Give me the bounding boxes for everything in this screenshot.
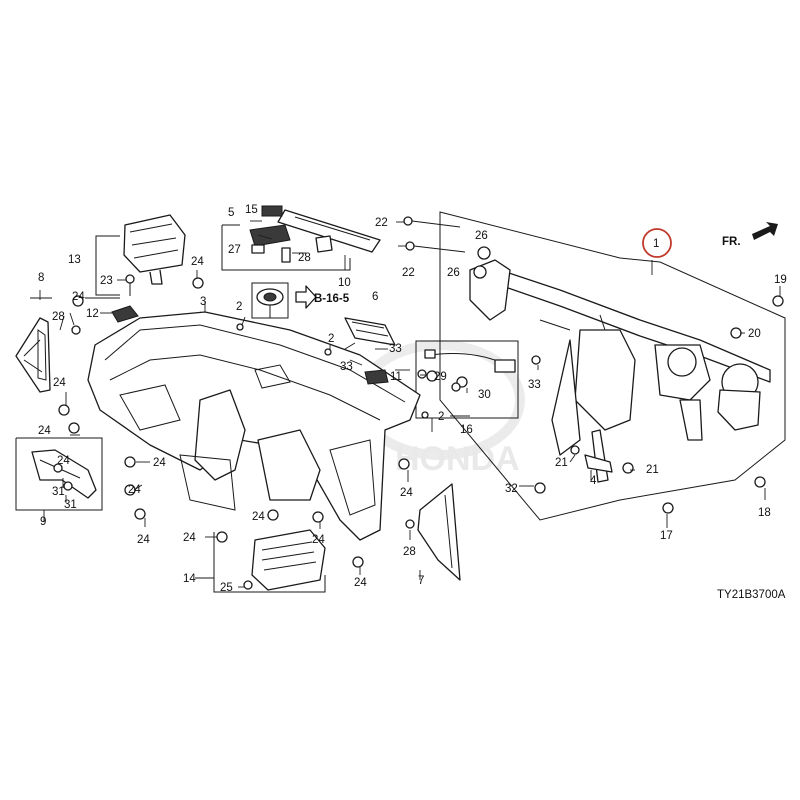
callout-24: 24 <box>191 256 204 268</box>
callout-29: 29 <box>434 371 447 383</box>
callout-2: 2 <box>438 411 444 423</box>
highlight-circle <box>642 228 672 258</box>
vent-11 <box>364 369 389 385</box>
reference-label: B-16-5 <box>314 293 350 305</box>
callout-7: 7 <box>418 575 424 587</box>
front-arrow <box>752 222 778 240</box>
callout-11: 11 <box>390 371 402 383</box>
callout-13: 13 <box>68 254 81 266</box>
callout-24: 24 <box>312 534 325 546</box>
callout-24: 24 <box>153 457 166 469</box>
bolt-23 <box>125 274 135 296</box>
svg-text:HONDA: HONDA <box>395 440 520 478</box>
callout-32: 32 <box>505 483 518 495</box>
callout-2: 2 <box>236 301 242 313</box>
callout-24: 24 <box>183 532 196 544</box>
callout-8: 8 <box>38 272 44 284</box>
callout-16: 16 <box>460 424 473 436</box>
callout-24: 24 <box>57 455 70 467</box>
callout-28: 28 <box>298 252 311 264</box>
callout-17: 17 <box>660 530 673 542</box>
airbag-module <box>123 214 186 285</box>
callout-15: 15 <box>245 204 258 216</box>
vent-12 <box>111 305 139 323</box>
callout-33: 33 <box>340 361 353 373</box>
callout-19: 19 <box>774 274 787 286</box>
defroster-garnish <box>261 205 381 253</box>
callout-18: 18 <box>758 507 771 519</box>
glove-box-lid-7 <box>417 483 461 581</box>
side-panel-8 <box>15 317 51 393</box>
callout-9: 9 <box>40 516 46 528</box>
callout-28: 28 <box>403 546 416 558</box>
callout-27: 27 <box>228 244 241 256</box>
callout-28: 28 <box>52 311 65 323</box>
callout-24: 24 <box>53 377 66 389</box>
callout-14: 14 <box>183 573 196 585</box>
callout-26: 26 <box>475 230 488 242</box>
callout-22: 22 <box>375 217 388 229</box>
callout-5: 5 <box>228 207 234 219</box>
callout-24: 24 <box>400 487 413 499</box>
callout-10: 10 <box>338 277 351 289</box>
callout-26: 26 <box>447 267 460 279</box>
figure-code: TY21B3700A <box>717 589 786 601</box>
callout-labels: 1 2 2 2 3 4 5 6 7 8 9 10 11 12 13 14 15 … <box>38 204 787 594</box>
callout-25: 25 <box>220 582 233 594</box>
callout-2: 2 <box>328 333 334 345</box>
callout-33: 33 <box>528 379 541 391</box>
reference-arrow <box>295 285 317 309</box>
callout-20: 20 <box>748 328 761 340</box>
callout-30: 30 <box>478 389 491 401</box>
callout-33: 33 <box>389 343 402 355</box>
callout-23: 23 <box>100 275 113 287</box>
lower-module-14 <box>251 529 326 591</box>
fasteners <box>53 216 784 590</box>
trim-panel-6 <box>344 317 396 346</box>
callout-24: 24 <box>354 577 367 589</box>
callout-3: 3 <box>200 296 206 308</box>
instrument-panel <box>87 311 421 541</box>
callout-24: 24 <box>252 511 265 523</box>
callout-24: 24 <box>72 291 85 303</box>
callout-1: 1 <box>653 238 659 250</box>
callout-21: 21 <box>555 457 568 469</box>
front-arrow-label: FR. <box>722 236 741 248</box>
callout-6: 6 <box>372 291 378 303</box>
callout-21: 21 <box>646 464 659 476</box>
callout-31: 31 <box>52 486 65 498</box>
callout-12: 12 <box>86 308 99 320</box>
callout-31: 31 <box>64 499 77 511</box>
callout-22: 22 <box>402 267 415 279</box>
wiring-harness-16 <box>424 349 516 388</box>
leader-lines <box>39 220 781 588</box>
callout-4: 4 <box>590 475 597 487</box>
steering-hanger-beam-1 <box>469 259 771 483</box>
bracket-4 <box>584 454 613 473</box>
callout-24: 24 <box>38 425 51 437</box>
grille-27 <box>249 224 333 263</box>
callout-24: 24 <box>137 534 150 546</box>
speaker <box>256 288 284 318</box>
callout-24: 24 <box>128 484 141 496</box>
